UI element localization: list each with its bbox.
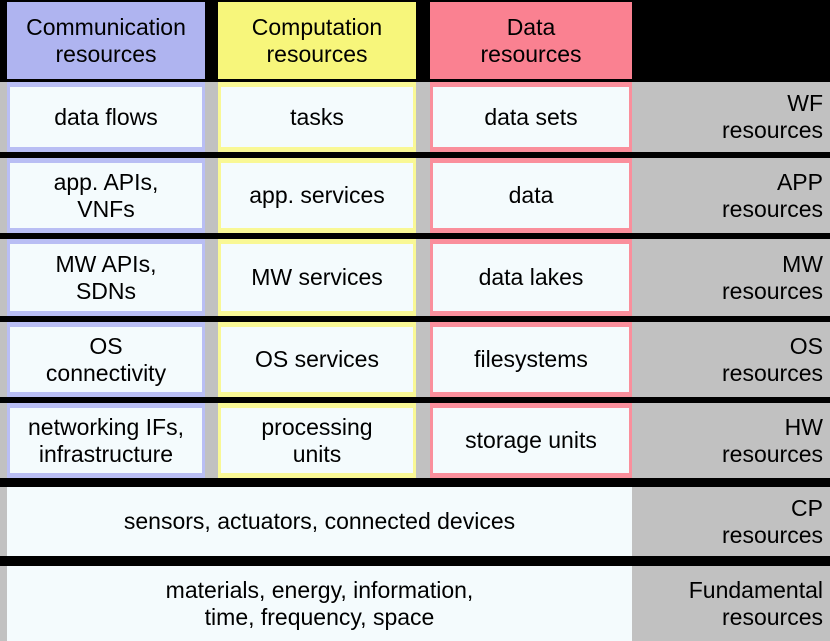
cell-mw-computation: MW services [218,239,416,316]
header-column-gap [205,2,218,79]
column-gap [205,403,218,478]
cell-os-communication: OS connectivity [7,322,205,397]
cell-cp-span: sensors, actuators, connected devices [7,487,632,556]
column-gap [416,82,430,152]
cell-app-communication: app. APIs, VNFs [7,158,205,233]
column-gap [205,158,218,233]
header-right-fill [632,2,830,79]
row-cp: sensors, actuators, connected devices CP … [0,487,830,556]
row-label-app: APP resources [722,168,823,222]
column-gap [205,82,218,152]
row-fundamental: materials, energy, information, time, fr… [0,566,830,641]
cell-hw-communication: networking IFs, infrastructure [7,403,205,478]
cell-mw-data: data lakes [430,239,632,316]
row-label-hw: HW resources [722,413,823,467]
column-gap [205,239,218,316]
cell-os-data: filesystems [430,322,632,397]
column-gap [416,158,430,233]
column-gap [416,322,430,397]
cell-os-computation: OS services [218,322,416,397]
cell-app-computation: app. services [218,158,416,233]
column-gap [416,239,430,316]
header-computation-resources: Computation resources [218,2,416,79]
header-data-resources: Data resources [430,2,632,79]
row-label-fundamental: Fundamental resources [688,576,823,630]
cell-wf-communication: data flows [7,82,205,152]
cell-wf-computation: tasks [218,82,416,152]
column-gap [205,322,218,397]
header-column-gap [416,2,430,79]
cell-wf-data: data sets [430,82,632,152]
row-label-wf: WF resources [722,90,823,143]
cell-mw-communication: MW APIs, SDNs [7,239,205,316]
cell-hw-data: storage units [430,403,632,478]
row-label-mw: MW resources [722,250,823,304]
column-gap [416,403,430,478]
header-communication-resources: Communication resources [7,2,205,79]
cell-app-data: data [430,158,632,233]
row-label-os: OS resources [722,332,823,386]
cell-fundamental-span: materials, energy, information, time, fr… [7,566,632,641]
row-label-cp: CP resources [722,494,823,548]
cell-hw-computation: processing units [218,403,416,478]
